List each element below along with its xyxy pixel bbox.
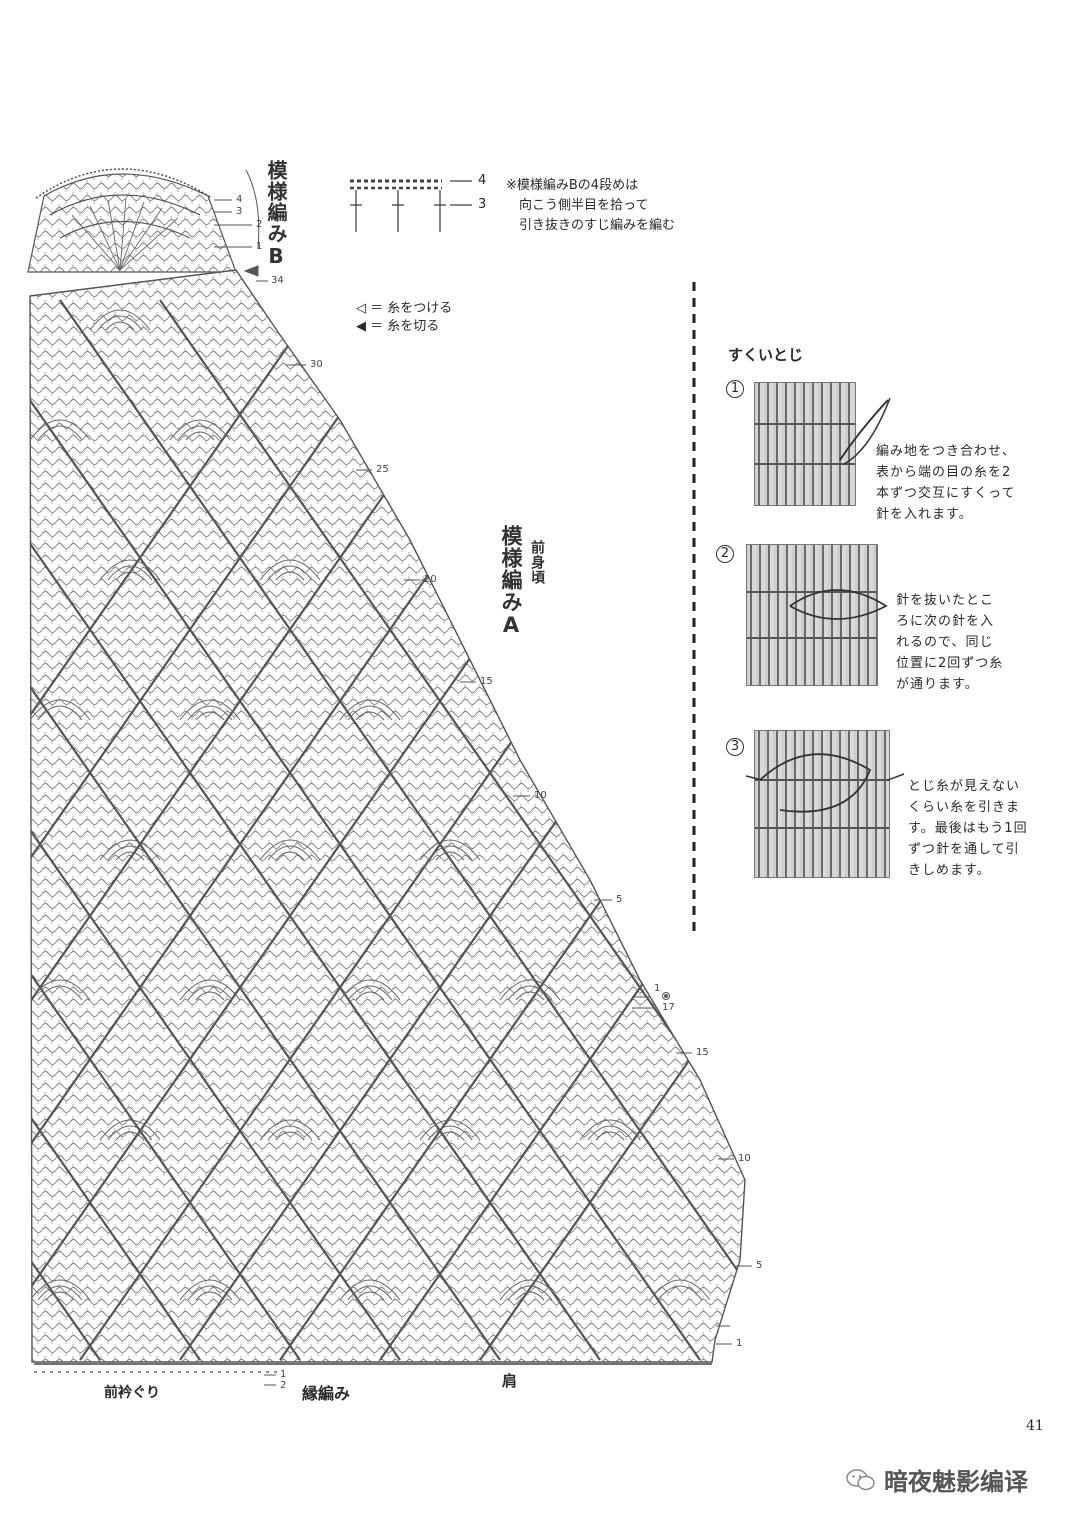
watermark-text: 暗夜魅影编译 <box>884 1468 1028 1496</box>
join-row-label: 17 <box>662 1002 675 1013</box>
thread-icon <box>789 589 888 620</box>
a-row-label: 20 <box>424 574 437 585</box>
border-row-label: 1 <box>280 1369 287 1380</box>
a-row-label: 1 <box>736 1338 743 1349</box>
wechat-icon <box>846 1468 875 1490</box>
page-number: 41 <box>1026 1418 1044 1434</box>
a-row-label: 15 <box>696 1047 709 1058</box>
join-row-label: 1 <box>654 983 661 994</box>
pattern-b-label: 模様編みB <box>264 160 288 269</box>
b-end-row-label: 34 <box>271 275 284 286</box>
b-row-label: 1 <box>256 241 263 252</box>
cut-yarn-icon: ◀ <box>356 319 366 334</box>
mini-row-label: 3 <box>478 197 487 212</box>
watermark: 暗夜魅影编译 <box>846 1462 1028 1497</box>
a-row-label: 10 <box>534 790 547 801</box>
step-2-illustration <box>746 544 878 686</box>
neckline-label: 前衿ぐり <box>104 1385 160 1401</box>
mini-row-label: 4 <box>478 173 487 188</box>
a-row-label: 10 <box>738 1153 751 1164</box>
a-row-label: 5 <box>616 894 623 905</box>
step-number: 2 <box>716 545 734 563</box>
b-row-label: 2 <box>256 219 263 230</box>
b-row-label: 3 <box>236 206 243 217</box>
mini-chart <box>350 179 472 232</box>
cut-yarn-text: ＝ 糸を切る <box>370 319 440 334</box>
step-1-illustration <box>754 382 856 506</box>
pattern-a-label: 模様編みA <box>499 525 523 638</box>
a-row-label: 15 <box>480 676 493 687</box>
a-row-label: 25 <box>376 464 389 475</box>
step-text: 編み地をつき合わせ、 表から端の目の糸を2 本ずつ交互にすくって 針を入れます。 <box>876 444 1017 522</box>
border-row-label: 2 <box>280 1380 287 1391</box>
a-row-label: 30 <box>310 359 323 370</box>
attach-yarn-icon: ◁ <box>356 301 366 316</box>
pattern-b-fan <box>27 168 237 273</box>
legend-cut: ◀ ＝ 糸を切る <box>356 318 439 336</box>
border-label: 縁編み <box>302 1384 351 1403</box>
needle-icon <box>839 397 891 465</box>
b-row-label: 4 <box>236 194 243 205</box>
a-row-label: 5 <box>756 1260 763 1271</box>
body-part-label: 前身頃 <box>529 540 545 585</box>
legend-attach: ◁ ＝ 糸をつける <box>356 300 452 318</box>
step-text: とじ糸が見えない くらい糸を引きま す。最後はもう1回 ずつ針を通して引 きしめ… <box>908 779 1028 878</box>
attach-yarn-text: ＝ 糸をつける <box>370 301 453 316</box>
pattern-b-note: ※模様編みBの4段めは 向こう側半目を拾って 引き抜きのすじ編みを編む <box>506 178 676 233</box>
pull-thread-icon <box>745 753 905 813</box>
shoulder-label: 肩 <box>502 1372 518 1390</box>
border-row <box>34 1363 712 1373</box>
step-text: 針を抜いたとこ ろに次の針を入 れるので、同じ 位置に2回ずつ糸 が通ります。 <box>896 593 1004 692</box>
step-number: 1 <box>726 380 744 398</box>
step-number: 3 <box>726 738 744 756</box>
sukui-title: すくいとじ <box>728 346 804 364</box>
